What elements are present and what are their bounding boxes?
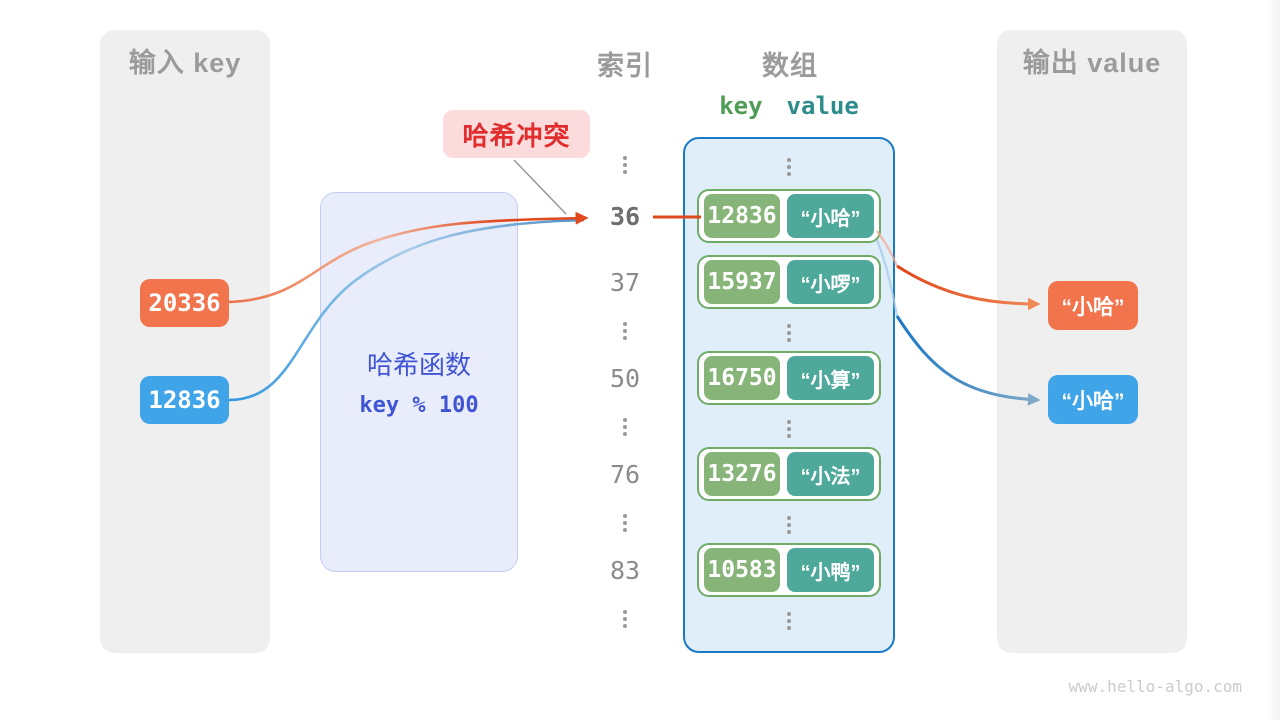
- bucket-entry-83: 10583 “小鸭”: [697, 543, 881, 597]
- input-key-panel: 输入 key: [100, 30, 270, 653]
- bucket-value: “小鸭”: [787, 548, 874, 592]
- ellipsis-dots: [595, 514, 655, 532]
- output-value-blue: “小哈”: [1048, 375, 1138, 424]
- hash-collision-callout: 哈希冲突: [443, 110, 590, 158]
- array-column-title: 数组: [762, 51, 818, 81]
- ellipsis-dots: [595, 156, 655, 174]
- output-value-orange-label: “小哈”: [1061, 295, 1125, 319]
- index-36: 36: [609, 202, 641, 231]
- index-37: 37: [609, 268, 641, 297]
- hash-collision-label: 哈希冲突: [462, 120, 571, 151]
- ellipsis-dots: [595, 418, 655, 436]
- hash-function-name: 哈希函数: [366, 350, 471, 380]
- input-key-12836-label: 12836: [148, 386, 221, 414]
- output-panel-title: 输出 value: [1022, 48, 1162, 78]
- bucket-key: 15937: [704, 260, 780, 304]
- ellipsis-dots: [685, 516, 893, 534]
- ellipsis-dots: [685, 420, 893, 438]
- bucket-value: “小啰”: [787, 260, 874, 304]
- ellipsis-dots: [685, 324, 893, 342]
- output-value-blue-label: “小哈”: [1061, 389, 1125, 413]
- bucket-value: “小法”: [787, 452, 874, 496]
- input-key-20336-label: 20336: [148, 289, 221, 317]
- bucket-entry-50: 16750 “小算”: [697, 351, 881, 405]
- input-key-20336: 20336: [140, 279, 229, 327]
- output-value-panel: 输出 value: [997, 30, 1187, 653]
- bucket-key: 16750: [704, 356, 780, 400]
- input-panel-title: 输入 key: [128, 48, 242, 78]
- bucket-key: 12836: [704, 194, 780, 238]
- index-50: 50: [609, 364, 641, 393]
- ellipsis-dots: [685, 158, 893, 176]
- array-container: 12836 “小哈” 15937 “小啰” 16750 “小算” 13276 “…: [683, 137, 895, 653]
- index-76: 76: [609, 460, 641, 489]
- bucket-entry-37: 15937 “小啰”: [697, 255, 881, 309]
- bucket-entry-36: 12836 “小哈”: [697, 189, 881, 243]
- hash-function-formula: key % 100: [359, 393, 479, 418]
- bucket-value: “小算”: [787, 356, 874, 400]
- bucket-entry-76: 13276 “小法”: [697, 447, 881, 501]
- value-header-label: value: [786, 92, 859, 120]
- output-value-orange: “小哈”: [1048, 281, 1138, 330]
- input-key-12836: 12836: [140, 376, 229, 424]
- watermark-url: www.hello-algo.com: [1068, 677, 1242, 696]
- ellipsis-dots: [595, 610, 655, 628]
- ellipsis-dots: [685, 612, 893, 630]
- key-header-label: key: [719, 92, 763, 120]
- index-column-title: 索引: [597, 51, 653, 81]
- key-value-header: key value: [683, 92, 895, 120]
- index-83: 83: [609, 556, 641, 585]
- bucket-key: 13276: [704, 452, 780, 496]
- bucket-value: “小哈”: [787, 194, 874, 238]
- bucket-key: 10583: [704, 548, 780, 592]
- ellipsis-dots: [595, 322, 655, 340]
- collision-pointer-line: [513, 159, 567, 215]
- page-edge-shadow: [1266, 0, 1280, 720]
- hash-function-box: 哈希函数 key % 100: [320, 192, 518, 572]
